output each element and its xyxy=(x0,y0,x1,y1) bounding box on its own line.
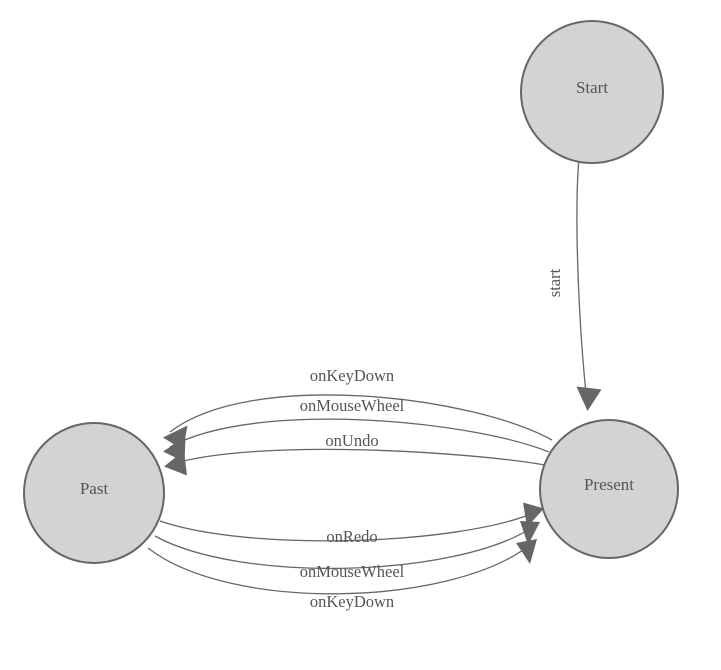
edge-e-onundo[interactable] xyxy=(164,448,546,476)
edge-label-e-onredo: onRedo xyxy=(326,527,377,546)
edge-line-e-start xyxy=(576,162,588,403)
node-label-past: Past xyxy=(80,479,109,498)
edge-e-onmousewheel-down[interactable] xyxy=(154,521,540,570)
arrowhead-icon xyxy=(520,521,540,545)
node-present[interactable]: Present xyxy=(539,419,679,559)
node-past[interactable]: Past xyxy=(23,422,165,564)
arrowhead-icon xyxy=(164,450,187,476)
edge-line-e-onkeydown-down xyxy=(147,544,531,595)
edge-line-e-onkeydown-up xyxy=(169,394,553,441)
edge-label-e-onmousewheel-down: onMouseWheel xyxy=(300,562,405,581)
edge-label-e-onkeydown-down: onKeyDown xyxy=(310,592,394,611)
edge-labels-layer: start onKeyDown onMouseWheel onUndo onRedo on… xyxy=(300,268,564,610)
edge-label-e-onundo: onUndo xyxy=(325,431,378,450)
edge-label-e-onmousewheel-up: onMouseWheel xyxy=(300,396,405,415)
edge-e-onkeydown-down[interactable] xyxy=(147,539,537,595)
edge-e-onredo[interactable] xyxy=(159,502,544,542)
edge-line-e-onundo xyxy=(171,448,546,466)
edge-label-e-start: start xyxy=(545,268,564,297)
edge-label-e-onkeydown-up: onKeyDown xyxy=(310,366,394,385)
node-label-present: Present xyxy=(584,475,634,494)
edge-line-e-onmousewheel-down xyxy=(154,526,534,570)
arrowhead-icon xyxy=(516,539,537,564)
arrowhead-icon xyxy=(523,502,544,527)
node-label-start: Start xyxy=(576,78,608,97)
node-start[interactable]: Start xyxy=(520,20,664,164)
node-circle-start[interactable] xyxy=(520,20,664,164)
arrowhead-icon xyxy=(576,386,602,411)
edge-e-start[interactable] xyxy=(576,162,602,411)
edge-line-e-onmousewheel-up xyxy=(169,418,550,453)
edges-layer xyxy=(147,162,602,595)
edge-line-e-onredo xyxy=(159,511,537,542)
node-circle-present[interactable] xyxy=(539,419,679,559)
node-circle-past[interactable] xyxy=(23,422,165,564)
